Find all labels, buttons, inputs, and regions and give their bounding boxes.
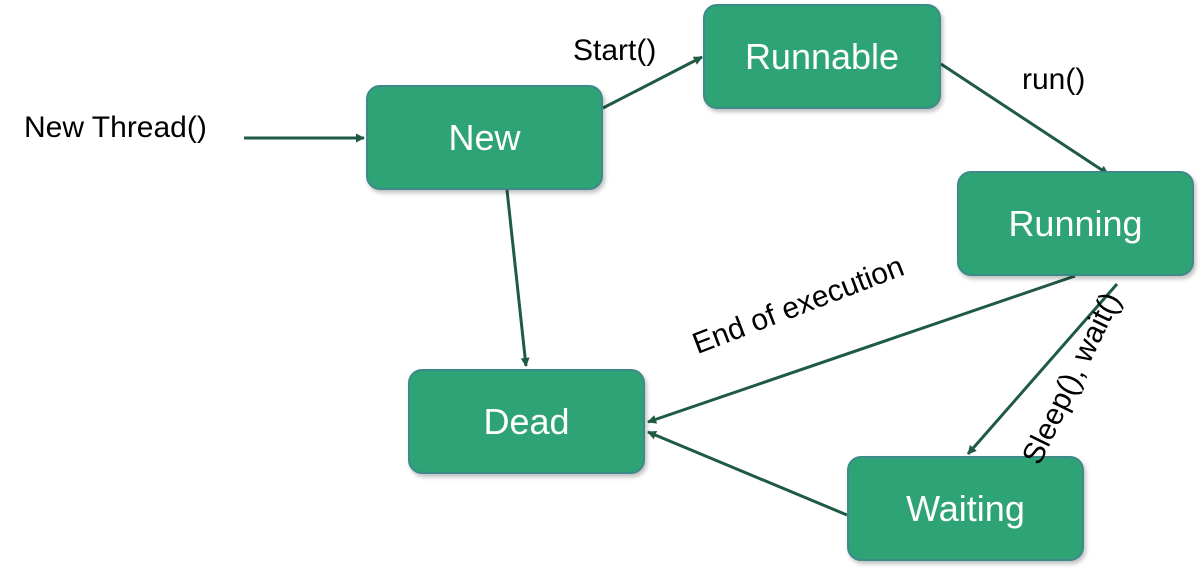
state-dead: Dead [408,369,645,474]
arrow-runnable-to-running [940,62,1109,176]
state-new: New [366,85,603,190]
state-running: Running [957,171,1194,276]
state-runnable: Runnable [703,4,941,109]
arrow-new-to-dead [505,189,530,367]
state-waiting: Waiting [847,456,1084,561]
label-new-thread: New Thread() [24,111,207,144]
arrow-running-to-dead [647,274,1076,424]
label-run: run() [1022,63,1086,96]
label-start: Start() [573,34,657,67]
arrow-waiting-to-dead [647,430,848,517]
arrow-running-to-waiting [966,283,1119,455]
arrow-new-to-runnable [602,55,703,110]
